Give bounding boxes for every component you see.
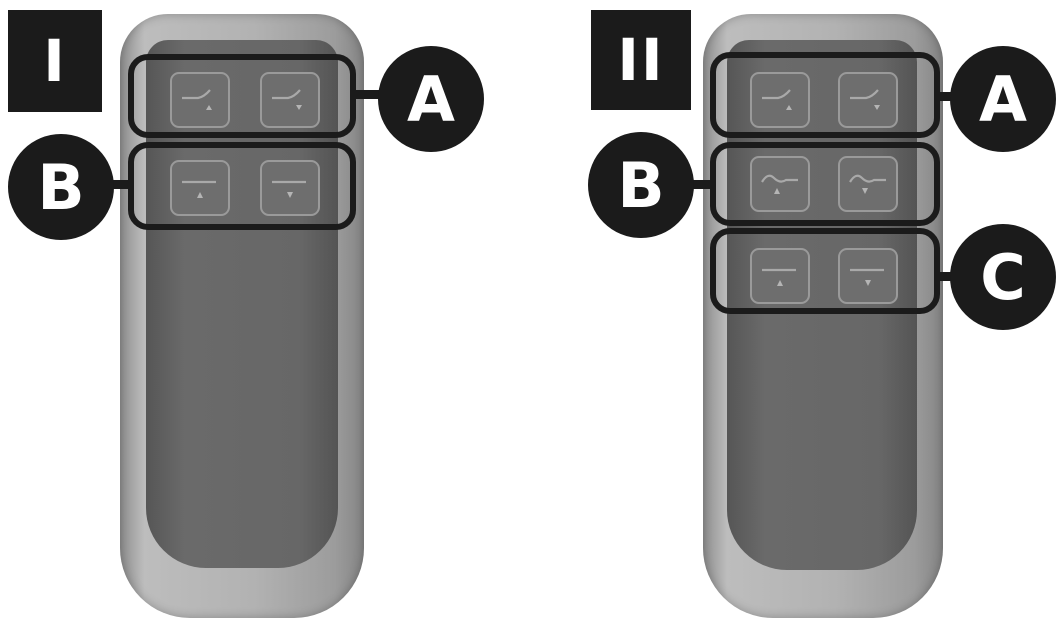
key-wave-down[interactable]	[838, 156, 898, 212]
key-head-down[interactable]	[260, 72, 320, 128]
remote-control-i	[120, 14, 364, 618]
wave-up-icon	[761, 174, 798, 194]
callout-b: B	[8, 134, 114, 240]
connector-line	[352, 90, 386, 99]
callout-a: A	[378, 46, 484, 152]
key-wave-up[interactable]	[750, 156, 810, 212]
callout-b: B	[588, 132, 694, 238]
group-box-a	[128, 54, 356, 138]
head-up-icon	[762, 89, 792, 110]
group-box-a	[710, 52, 940, 138]
key-flat-up[interactable]	[750, 248, 810, 304]
key-head-down[interactable]	[838, 72, 898, 128]
flat-down-icon	[850, 268, 884, 286]
flat-down-icon	[272, 180, 306, 198]
group-box-b	[710, 142, 940, 226]
key-flat-up[interactable]	[170, 160, 230, 216]
callout-c: C	[950, 224, 1056, 330]
key-head-up[interactable]	[170, 72, 230, 128]
group-box-c	[710, 228, 940, 314]
remote-face	[727, 40, 917, 570]
remote-control-ii	[703, 14, 943, 618]
panel-label-i: I	[8, 10, 102, 112]
group-box-b	[128, 142, 356, 230]
connector-line	[686, 180, 716, 189]
connector-line	[104, 180, 134, 189]
wave-down-icon	[849, 174, 886, 194]
head-down-icon	[272, 89, 302, 110]
panel-label-ii: II	[591, 10, 691, 110]
remote-face	[146, 40, 338, 568]
flat-up-icon	[182, 180, 216, 198]
key-head-up[interactable]	[750, 72, 810, 128]
callout-a: A	[950, 46, 1056, 152]
head-up-icon	[182, 89, 212, 110]
key-flat-down[interactable]	[838, 248, 898, 304]
flat-up-icon	[762, 268, 796, 286]
key-flat-down[interactable]	[260, 160, 320, 216]
head-down-icon	[850, 89, 880, 110]
